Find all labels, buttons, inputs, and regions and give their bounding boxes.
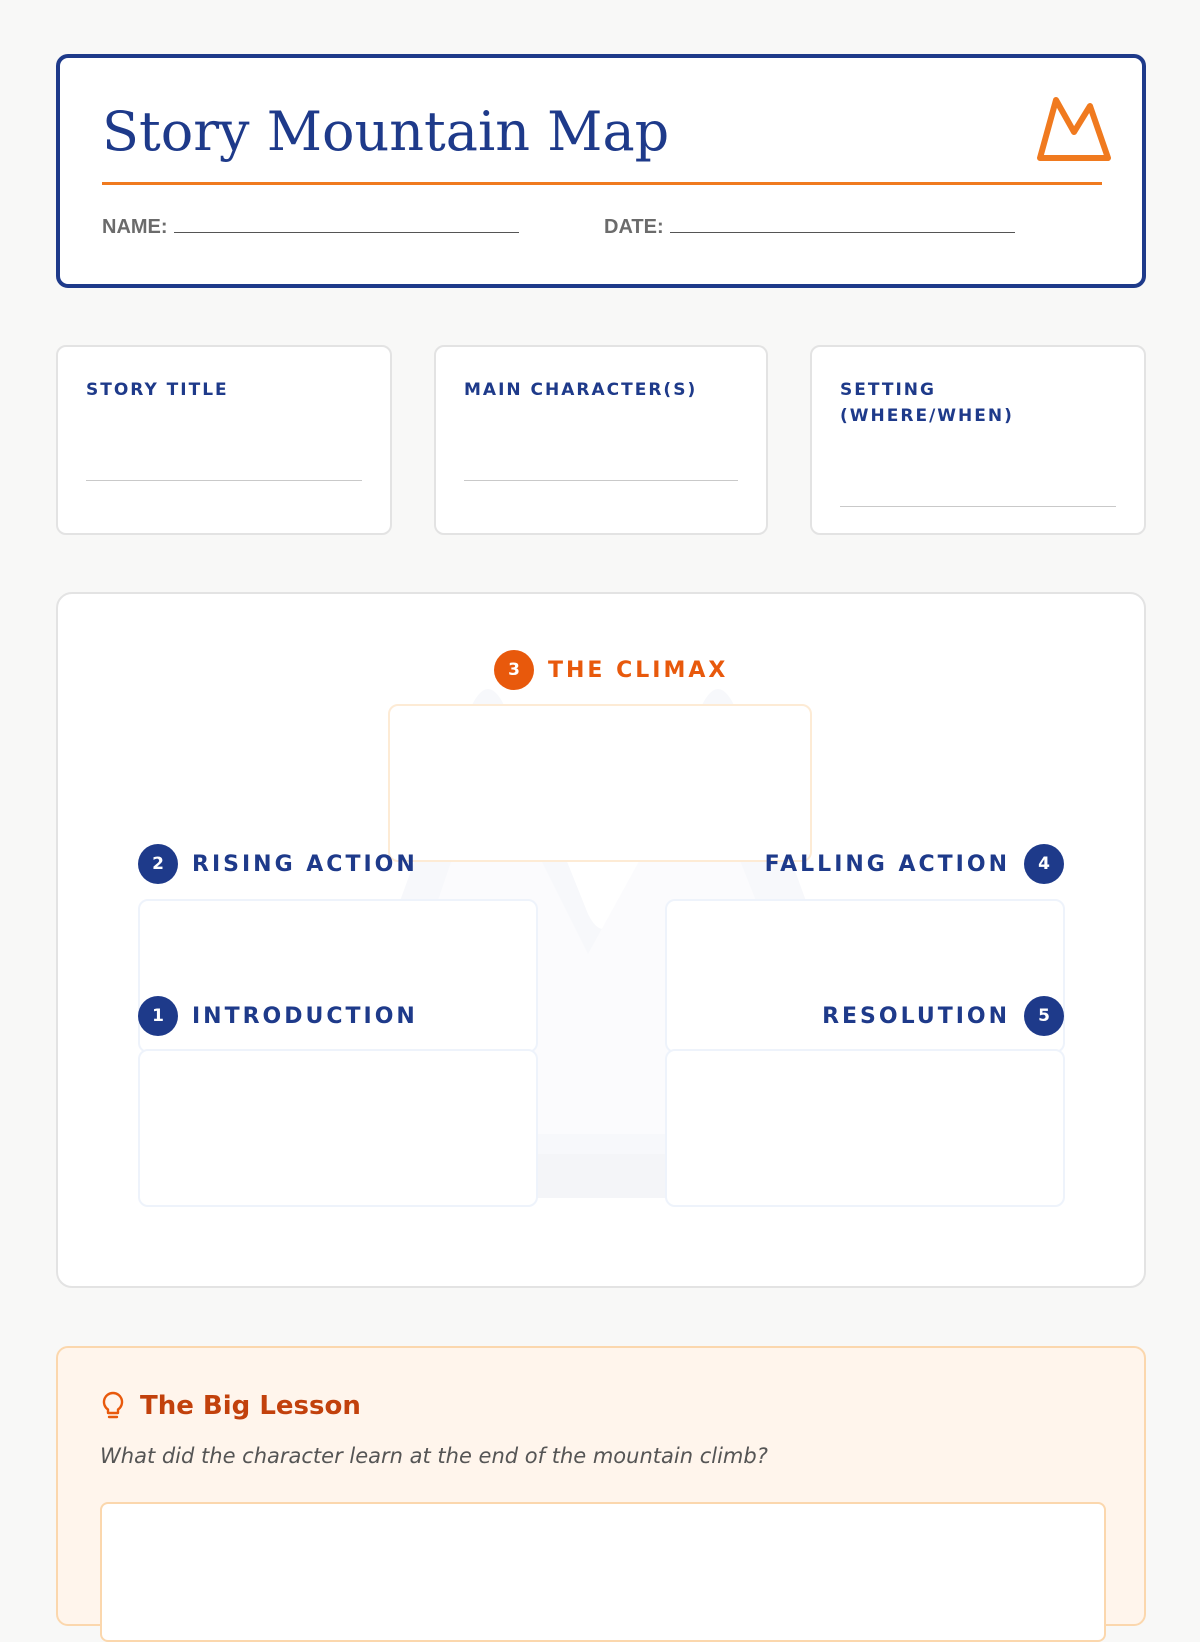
resolution-box[interactable]: [665, 1049, 1065, 1207]
story-title-label: STORY TITLE: [86, 380, 229, 400]
rising-action-box[interactable]: [138, 899, 538, 1053]
page-title: Story Mountain Map: [102, 100, 670, 163]
date-field[interactable]: DATE:: [604, 214, 1015, 239]
date-label: DATE:: [604, 216, 664, 238]
title-underline: [102, 182, 1102, 185]
name-line[interactable]: [173, 214, 519, 233]
lesson-prompt: What did the character learn at the end …: [100, 1444, 768, 1468]
rising-action-title: RISING ACTION: [192, 851, 418, 877]
story-mountain-diagram: 3 THE CLIMAX 2 RISING ACTION FALLING ACT…: [56, 592, 1146, 1288]
rising-action-label: 2 RISING ACTION: [138, 844, 418, 884]
name-field[interactable]: NAME:: [102, 214, 519, 239]
date-line[interactable]: [669, 214, 1015, 233]
resolution-number-badge: 5: [1024, 996, 1064, 1036]
resolution-label: RESOLUTION 5: [822, 996, 1064, 1036]
story-title-line[interactable]: [86, 480, 362, 481]
climax-number-badge: 3: [494, 650, 534, 690]
falling-action-title: FALLING ACTION: [764, 851, 1010, 877]
main-characters-card[interactable]: MAIN CHARACTER(S): [434, 345, 768, 535]
big-lesson-card: The Big Lesson What did the character le…: [56, 1346, 1146, 1642]
climax-title: THE CLIMAX: [548, 657, 729, 683]
name-label: NAME:: [102, 216, 168, 238]
setting-card[interactable]: SETTING (WHERE/WHEN): [810, 345, 1146, 535]
introduction-label: 1 INTRODUCTION: [138, 996, 418, 1036]
falling-action-number-badge: 4: [1024, 844, 1064, 884]
header-card: Story Mountain Map NAME: DATE:: [56, 54, 1146, 288]
falling-action-label: FALLING ACTION 4: [765, 844, 1064, 884]
resolution-title: RESOLUTION: [822, 1003, 1010, 1029]
rising-action-number-badge: 2: [138, 844, 178, 884]
introduction-title: INTRODUCTION: [192, 1003, 418, 1029]
main-characters-label: MAIN CHARACTER(S): [464, 380, 698, 400]
lesson-title: The Big Lesson: [140, 1391, 361, 1421]
introduction-box[interactable]: [138, 1049, 538, 1207]
introduction-number-badge: 1: [138, 996, 178, 1036]
lesson-answer-box[interactable]: [100, 1502, 1106, 1642]
setting-line[interactable]: [840, 506, 1116, 507]
lesson-header: The Big Lesson: [100, 1390, 361, 1422]
climax-box[interactable]: [388, 704, 812, 862]
setting-label: SETTING (WHERE/WHEN): [840, 380, 1014, 426]
mountain-icon: [1037, 97, 1111, 161]
climax-label: 3 THE CLIMAX: [494, 650, 728, 690]
main-characters-line[interactable]: [464, 480, 738, 481]
lightbulb-icon: [102, 1391, 124, 1419]
story-title-card[interactable]: STORY TITLE: [56, 345, 392, 535]
